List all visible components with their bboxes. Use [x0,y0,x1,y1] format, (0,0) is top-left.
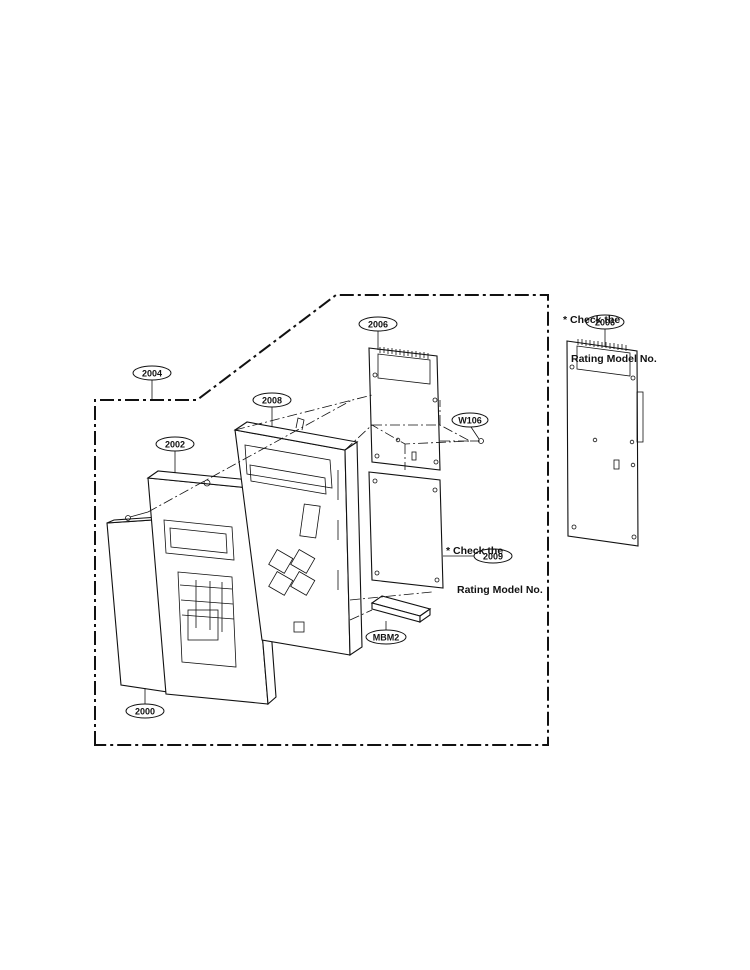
callout-2006-alt: 2006 [585,314,625,346]
note-check-rating-2009: * Check the Rating Model No. [446,519,543,610]
callout-2004-label: 2004 [142,369,162,379]
projection-lines [147,394,472,621]
note-rating-line: Rating Model No. [571,353,657,365]
callout-mbm2: MBM2 [365,621,407,645]
callout-w106: W106 [451,412,489,440]
callout-2006-label: 2006 [368,320,388,330]
callout-2008-label: 2008 [262,396,282,406]
part-w106-screw [470,438,484,444]
note-check-line: * Check the [563,314,621,326]
callout-2008: 2008 [252,392,292,427]
callout-2006: 2006 [358,316,398,350]
callout-2000: 2000 [125,688,165,719]
callout-2002-label: 2002 [165,440,185,450]
part-2006-board [368,347,441,471]
callout-2006-alt-label: 2006 [595,318,615,328]
part-2008-bracket [233,417,363,657]
callout-2004: 2004 [132,365,172,400]
callout-2002: 2002 [155,436,195,473]
note-rating-line: Rating Model No. [457,584,543,596]
callout-2009-label: 2009 [483,552,503,562]
callout-w106-label: W106 [458,416,482,426]
callout-mbm2-label: MBM2 [373,633,400,643]
part-2009-board [368,471,444,589]
note-check-line: * Check the [446,545,504,557]
part-mbm2-module [370,595,432,624]
assembly-boundary [94,294,549,746]
note-check-rating-2006-alt: * Check the Rating Model No. [563,288,657,379]
part-2006-alt-board [566,339,644,547]
callout-2009: 2009 [443,548,513,564]
callout-2000-label: 2000 [135,707,155,717]
